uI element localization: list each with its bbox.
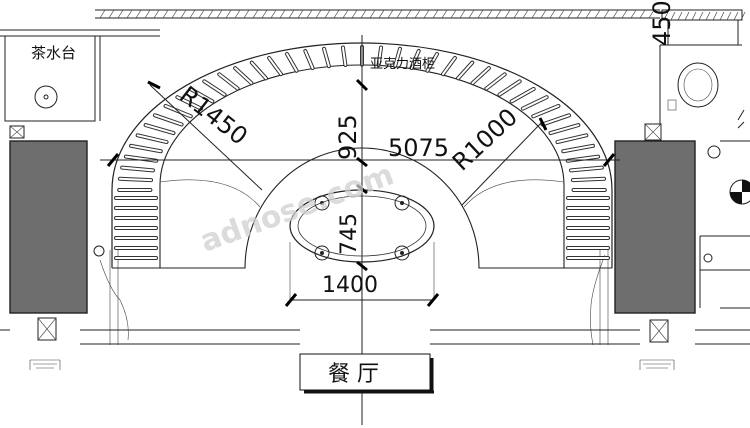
dim-745: 745 xyxy=(337,213,362,255)
dining-hall-text: 餐 厅 xyxy=(328,362,379,387)
dim-1400: 1400 xyxy=(322,273,378,298)
right-room xyxy=(644,9,750,309)
dim-5075: 5075 xyxy=(388,134,449,162)
right-column xyxy=(614,140,696,314)
dimension-lines xyxy=(100,35,620,425)
dining-hall-label: 餐 厅 xyxy=(299,353,434,394)
acrylic-cabinet-label: 亚克力酒柜 xyxy=(370,57,435,72)
lower-walls xyxy=(0,329,750,345)
washbasin-icon xyxy=(677,62,719,108)
sink-icon xyxy=(34,85,58,109)
watermark: adnose.com xyxy=(196,157,399,259)
dim-925: 925 xyxy=(334,114,362,160)
tea-station-label: 茶水台 xyxy=(31,44,76,62)
left-column xyxy=(9,140,88,314)
dim-r1000: R1000 xyxy=(447,103,523,177)
dim-450: 450 xyxy=(648,0,676,46)
top-wall xyxy=(0,9,660,37)
wall-hatch xyxy=(99,9,655,19)
column-base xyxy=(9,125,25,139)
table-fixture-icon xyxy=(314,195,410,261)
right-column-base xyxy=(639,319,675,370)
left-room: 茶水台 xyxy=(4,35,101,139)
left-column-base xyxy=(29,317,61,370)
